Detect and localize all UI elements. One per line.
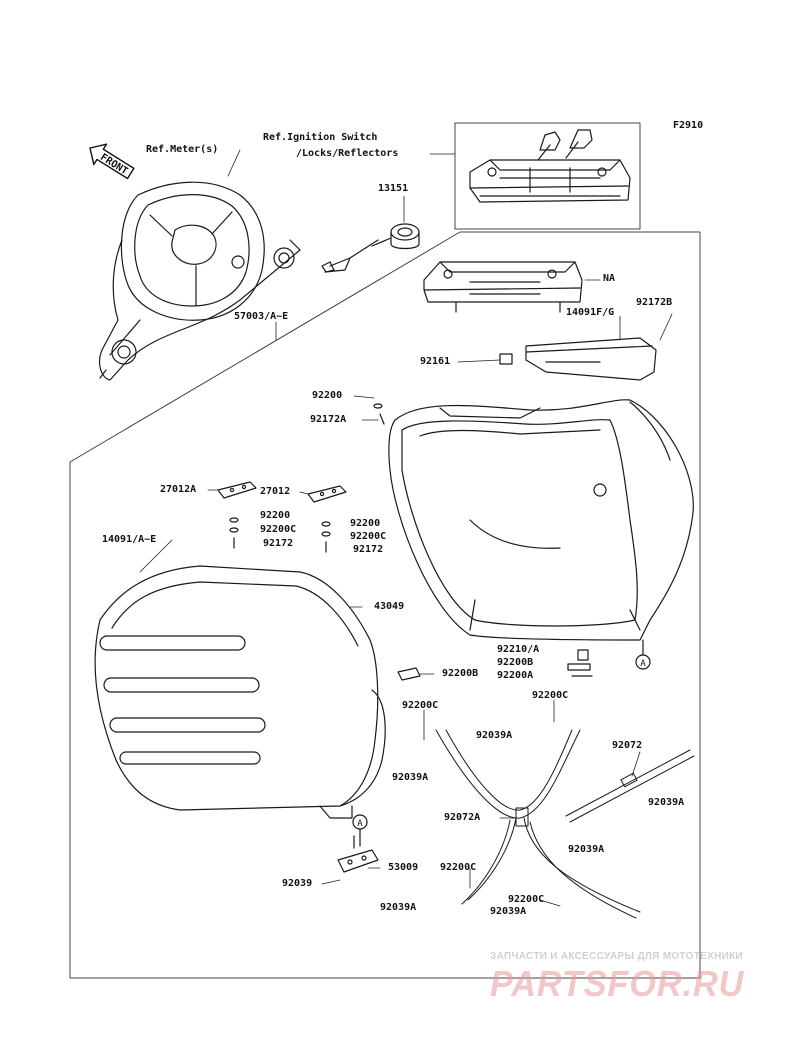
label-92039a-b: 92039A [392, 772, 429, 783]
bracket-92200b [397, 667, 421, 681]
label-92200b-right: 92200B [497, 657, 534, 668]
label-ref-ignition-1: Ref.Ignition Switch [263, 132, 378, 143]
callout-a-left: A [352, 814, 368, 847]
label-92039a-e: 92039A [380, 902, 417, 913]
label-92039: 92039 [282, 878, 313, 889]
label-27012: 27012 [260, 486, 291, 497]
label-92200a: 92200A [497, 670, 534, 681]
meter-panel [98, 181, 301, 381]
label-43049: 43049 [374, 601, 405, 612]
label-92039a-a: 92039A [476, 730, 513, 741]
watermark-subtitle: ЗАПЧАСТИ И АКСЕССУАРЫ ДЛЯ МОТОТЕХНИКИ [490, 951, 743, 962]
label-92200-top: 92200 [312, 390, 343, 401]
label-92161: 92161 [420, 356, 451, 367]
label-92072: 92072 [612, 740, 643, 751]
bracket-27012a [217, 481, 257, 499]
lock-module-ref [469, 159, 631, 203]
strap-92072 [565, 749, 695, 823]
label-92200c-a: 92200C [402, 700, 439, 711]
label-92200b-left: 92200B [442, 668, 479, 679]
svg-text:A: A [640, 659, 646, 669]
label-92172-left: 92172 [263, 538, 294, 549]
label-92200c-c: 92200C [440, 862, 477, 873]
label-92039a-c: 92039A [648, 797, 685, 808]
label-ref-meter: Ref.Meter(s) [146, 144, 219, 155]
label-92039a-f: 92039A [490, 906, 527, 917]
callout-a-right: A [635, 639, 651, 670]
label-ref-ignition-2: /Locks/Reflectors [296, 148, 399, 159]
label-92039a-d: 92039A [568, 844, 605, 855]
trim-strip [525, 337, 657, 381]
key-icon [537, 129, 593, 161]
label-14091fg: 14091F/G [566, 307, 615, 318]
label-92210a: 92210/A [497, 644, 540, 655]
label-57003: 57003/A~E [234, 311, 289, 322]
label-92200-left: 92200 [260, 510, 291, 521]
saddlebag-lid [94, 565, 386, 819]
label-13151: 13151 [378, 183, 409, 194]
label-92200-right: 92200 [350, 518, 381, 529]
label-92200c-d: 92200C [508, 894, 545, 905]
small-parts-cluster [567, 649, 593, 677]
saddlebag-body [388, 399, 694, 641]
hinge-53009 [337, 835, 379, 873]
label-14091ae: 14091/A~E [102, 534, 157, 545]
clip-92161 [499, 353, 513, 365]
label-92072a: 92072A [444, 812, 481, 823]
bracket-27012 [307, 485, 347, 503]
svg-text:A: A [357, 819, 363, 829]
label-92200c-right: 92200C [350, 531, 387, 542]
watermark-logo: PARTSFOR.RU [490, 963, 745, 1004]
front-arrow-icon: FRONT [89, 143, 135, 180]
leader-lines [139, 149, 673, 907]
label-92172a-top: 92172A [310, 414, 347, 425]
label-27012a: 27012A [160, 484, 197, 495]
label-92200c-left: 92200C [260, 524, 297, 535]
label-92172-right: 92172 [353, 544, 384, 555]
strap-92072a [435, 729, 641, 919]
fastener-stack-right [321, 521, 331, 553]
label-92200c-b: 92200C [532, 690, 569, 701]
lock-module [423, 261, 583, 313]
screw-92172a [373, 403, 385, 425]
ignition-switch [321, 223, 420, 273]
label-na: NA [603, 273, 616, 284]
label-53009: 53009 [388, 862, 419, 873]
diagram-code: F2910 [673, 120, 704, 131]
assembly-frame [69, 122, 701, 979]
fastener-stack-left [229, 517, 239, 549]
label-92172b: 92172B [636, 297, 673, 308]
